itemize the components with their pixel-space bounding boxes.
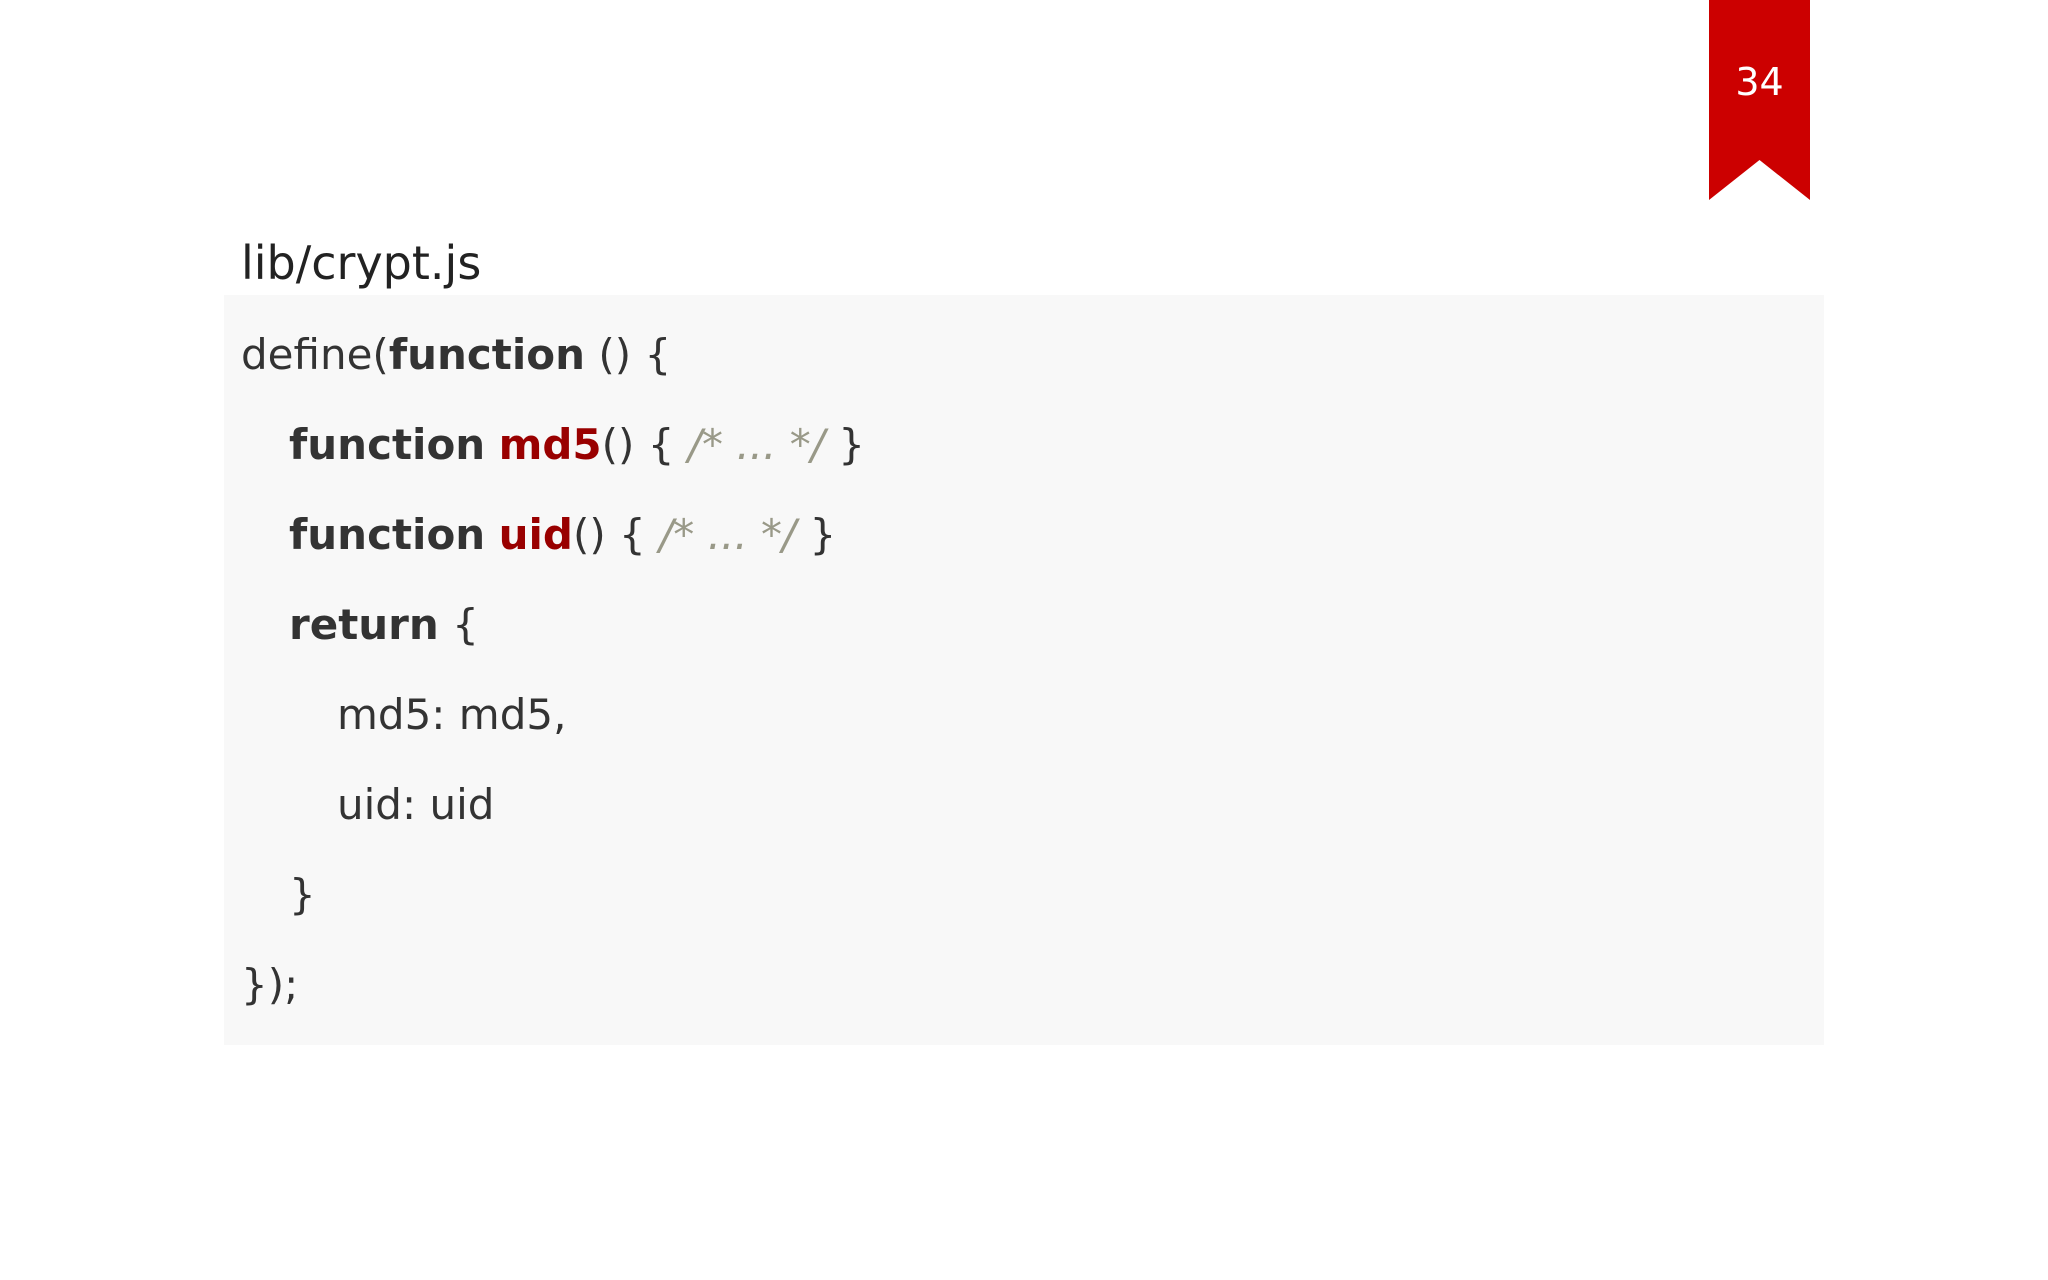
code-line-close-define: }); <box>241 960 299 1009</box>
code-function-name: md5 <box>498 420 602 469</box>
code-function-name: uid <box>498 510 573 559</box>
code-line-close-return: } <box>289 870 316 919</box>
code-text: () { <box>572 510 660 559</box>
code-line-uid-function: function uid() { /* ... */ } <box>289 505 836 565</box>
code-comment: /* ... */ <box>687 420 825 469</box>
code-text: { <box>438 600 479 649</box>
code-text: } <box>824 420 865 469</box>
code-line-define: define(function () { <box>241 325 671 385</box>
code-line-return: return { <box>289 595 479 655</box>
code-keyword: function <box>289 510 486 559</box>
code-keyword: return <box>289 600 439 649</box>
code-line-md5-function: function md5() { /* ... */ } <box>289 415 865 475</box>
code-text: } <box>796 510 837 559</box>
page-number: 34 <box>1735 60 1784 104</box>
file-title: lib/crypt.js <box>241 236 482 290</box>
code-keyword: function <box>388 330 586 379</box>
code-line-md5-property: md5: md5, <box>337 690 567 739</box>
page-number-ribbon: 34 <box>1709 0 1810 200</box>
code-text: () { <box>601 420 688 469</box>
code-text: define( <box>241 330 389 379</box>
code-comment: /* ... */ <box>659 510 797 559</box>
code-block: define(function () { function md5() { /*… <box>224 295 1824 1045</box>
code-line-uid-property: uid: uid <box>337 780 495 829</box>
code-keyword: function <box>289 420 486 469</box>
code-text: () { <box>585 330 672 379</box>
